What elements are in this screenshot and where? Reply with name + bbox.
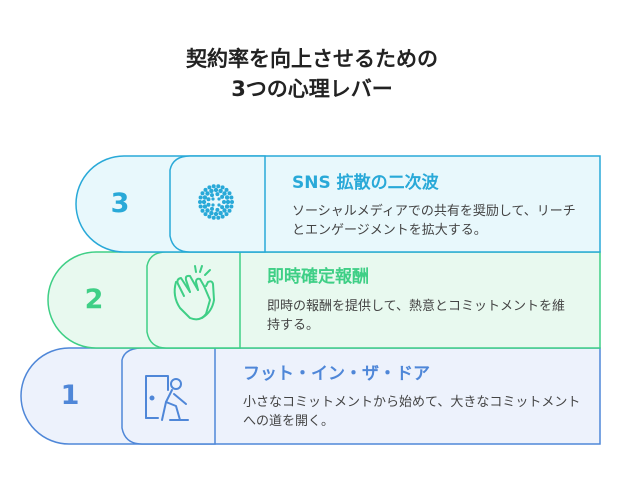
dot: [220, 185, 225, 190]
dot: [210, 206, 214, 211]
dot: [222, 200, 226, 204]
dot: [205, 208, 210, 213]
dot: [220, 214, 225, 219]
lever-number-3: 3: [110, 188, 130, 219]
lever-number-1: 1: [60, 380, 80, 411]
dot: [222, 191, 227, 196]
lever-description-2: 即時の報酬を提供して、熱意とコミットメントを維持する。: [267, 299, 565, 333]
dot: [227, 191, 232, 196]
dot: [224, 195, 230, 200]
dot: [207, 185, 212, 190]
lever-number-2: 2: [84, 284, 104, 315]
dot: [224, 212, 229, 217]
lever-heading-2: 即時確定報酬: [267, 267, 369, 287]
dot: [198, 200, 202, 204]
dot: [225, 199, 231, 205]
title-line-2: 3つの心理レバー: [231, 77, 393, 101]
clapping-hands-icon: [173, 265, 215, 321]
dot: [230, 200, 234, 204]
dot: [218, 188, 223, 194]
dot: [206, 202, 211, 207]
dot: [213, 187, 219, 193]
dot: [224, 204, 230, 209]
lever-3: [75, 155, 601, 253]
dots-circle-icon: [198, 184, 234, 220]
dot: [215, 207, 220, 212]
dot: [211, 197, 215, 201]
dot: [203, 187, 208, 192]
lever-description-1: 小さなコミットメントから始めて、大きなコミットメントへの道を開く。: [243, 395, 581, 429]
dot: [224, 187, 229, 192]
dot: [203, 212, 208, 217]
dot: [229, 204, 234, 209]
dot: [216, 215, 221, 220]
dot: [207, 214, 212, 219]
dot: [229, 195, 234, 200]
dot: [220, 194, 225, 199]
lever-3-icon-tab: [169, 155, 266, 253]
dot: [209, 210, 214, 216]
dot: [206, 197, 211, 202]
dot: [227, 208, 232, 213]
dot: [222, 208, 227, 213]
dot: [211, 215, 216, 220]
lever-heading-3: SNS 拡散の二次波: [292, 173, 439, 193]
dot: [211, 184, 216, 189]
dot: [213, 211, 219, 217]
dot: [198, 195, 203, 200]
person-door-icon: [145, 375, 189, 421]
dot: [202, 204, 208, 209]
lever-heading-1: フット・イン・ザ・ドア: [243, 364, 430, 384]
dot: [217, 197, 221, 201]
dot: [209, 188, 214, 194]
dot: [202, 195, 208, 200]
dot: [218, 210, 223, 216]
dot: [217, 203, 221, 207]
title-line-1: 契約率を向上させるための: [186, 47, 438, 71]
dot: [216, 184, 221, 189]
diagram-title: 契約率を向上させるための 3つの心理レバー: [0, 44, 624, 104]
dot: [201, 199, 207, 205]
dot: [211, 203, 215, 207]
dot: [200, 191, 205, 196]
dot: [198, 204, 203, 209]
dot: [210, 193, 214, 198]
dot: [205, 191, 210, 196]
lever-2-icon-tab: [146, 251, 241, 349]
dot: [215, 192, 220, 197]
dot: [200, 208, 205, 213]
lever-description-3: ソーシャルメディアでの共有を奨励して、リーチとエンゲージメントを拡大する。: [292, 204, 576, 238]
dot: [220, 205, 225, 210]
